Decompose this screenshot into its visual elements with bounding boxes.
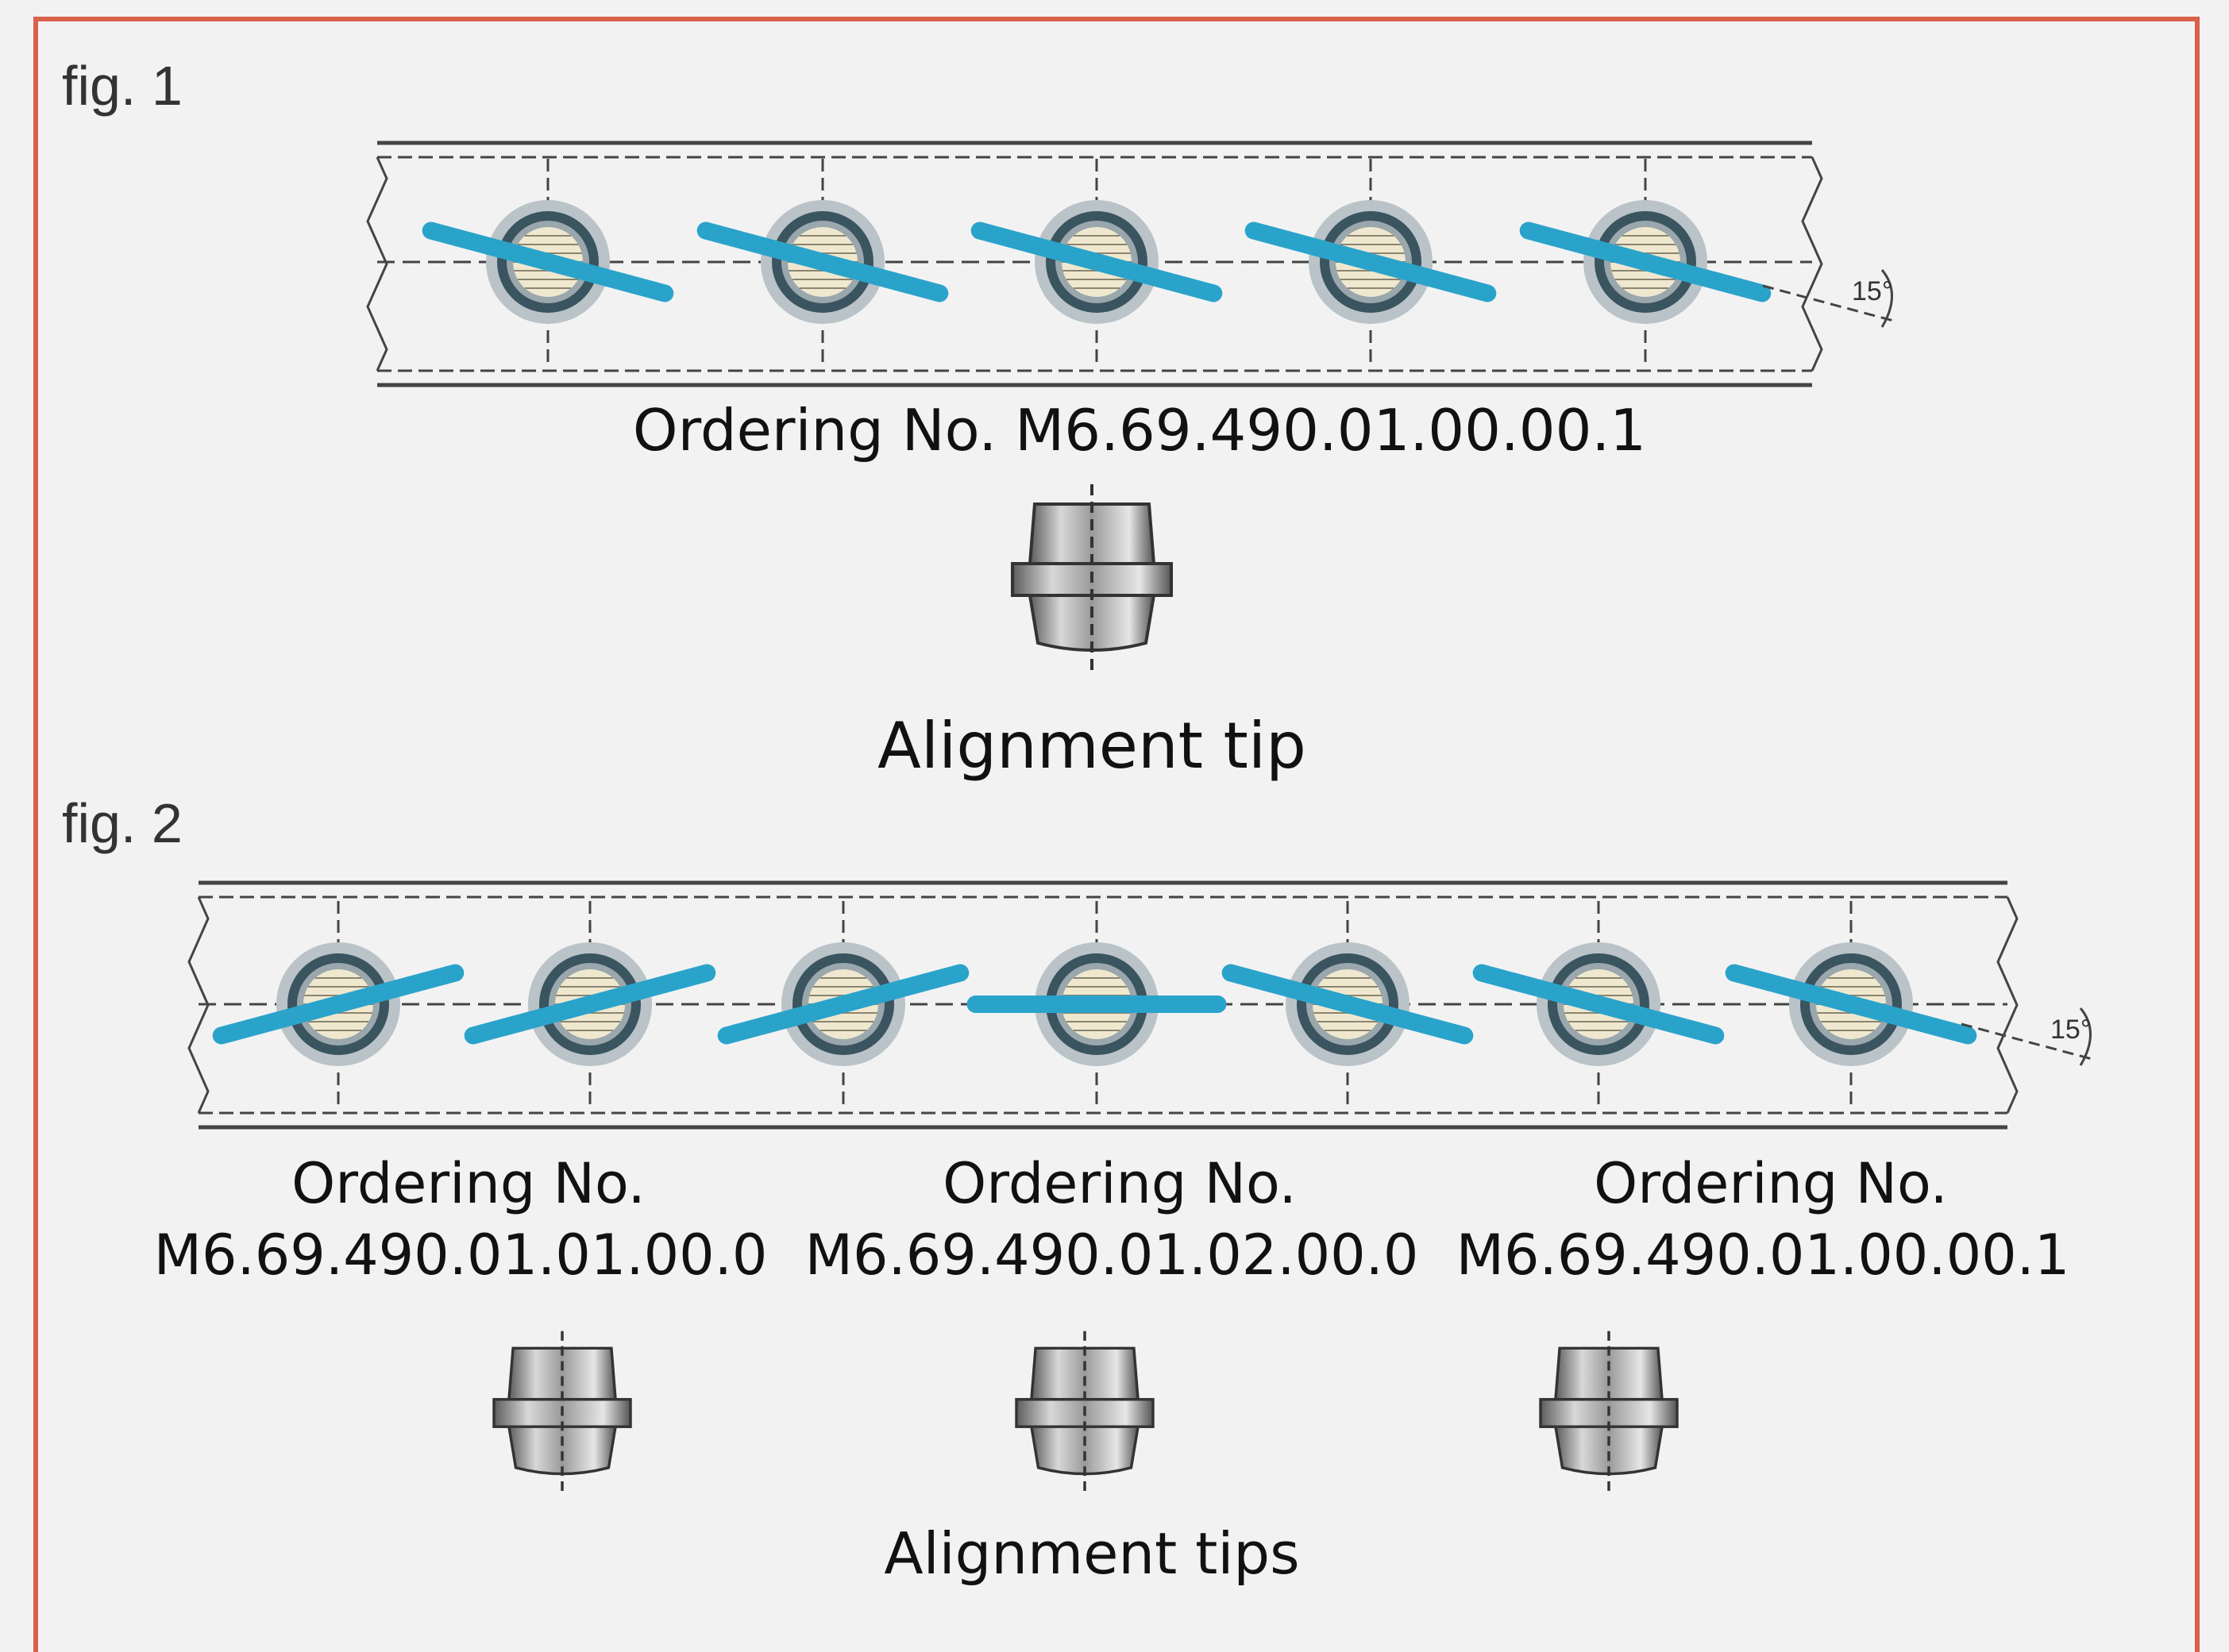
angle-guide <box>1961 1022 2097 1062</box>
fig1-rail-assembly: 15° <box>366 141 1899 675</box>
wire-icon <box>717 964 970 1045</box>
fig2-ordering-2-label: Ordering No. <box>943 1151 1297 1216</box>
wire-icon <box>1244 221 1497 302</box>
alignment-tip-icon <box>1011 484 1173 675</box>
fig2-ordering-1-label: Ordering No. <box>291 1151 646 1216</box>
fig2-ordering-3-label: Ordering No. <box>1594 1151 1948 1216</box>
wire-icon <box>1221 964 1474 1045</box>
alignment-tip-icon <box>492 1330 632 1496</box>
fig2-label: fig. 2 <box>62 792 183 854</box>
wire-icon <box>212 964 465 1045</box>
fig1-tip-caption: Alignment tip <box>877 709 1306 783</box>
wire-icon <box>1472 964 1725 1045</box>
fig1-ordering-number: Ordering No. M6.69.490.01.00.00.1 <box>632 397 1647 464</box>
fig1-label: fig. 1 <box>62 55 183 117</box>
fig2-tips-caption: Alignment tips <box>884 1520 1300 1587</box>
wire-icon <box>464 964 716 1045</box>
tip-lower-body <box>1028 594 1156 652</box>
wire-icon <box>422 221 674 302</box>
break-line-left <box>187 896 210 1114</box>
angle-label: 15° <box>2050 1015 2091 1045</box>
wire-icon <box>1519 221 1772 302</box>
tip-lower-body <box>507 1425 618 1476</box>
alignment-tip-icon <box>1015 1330 1155 1496</box>
fig2-ordering-2-number: M6.69.490.01.02.00.0 <box>804 1223 1419 1288</box>
fig2-ordering-1-number: M6.69.490.01.01.00.0 <box>153 1223 768 1288</box>
figure-frame <box>33 17 2200 1652</box>
fig2-rail-assembly: 15° <box>187 880 2097 1496</box>
wire-icon <box>970 221 1223 302</box>
wire-icon <box>1725 964 1977 1045</box>
break-line-right <box>1801 156 1823 372</box>
angle-label: 15° <box>1852 276 1892 306</box>
tip-lower-body <box>1553 1425 1664 1476</box>
wire-icon <box>696 221 949 302</box>
angle-arc <box>1880 269 1893 328</box>
fig2-ordering-3-number: M6.69.490.01.00.00.1 <box>1456 1223 2070 1288</box>
bushing-icon <box>761 159 885 365</box>
break-line-left <box>366 156 388 372</box>
angle-arc <box>2079 1007 2092 1066</box>
angle-guide <box>1762 284 1899 324</box>
alignment-tip-icon <box>1539 1330 1679 1496</box>
break-line-right <box>1996 896 2019 1114</box>
tip-lower-body <box>1029 1425 1140 1476</box>
